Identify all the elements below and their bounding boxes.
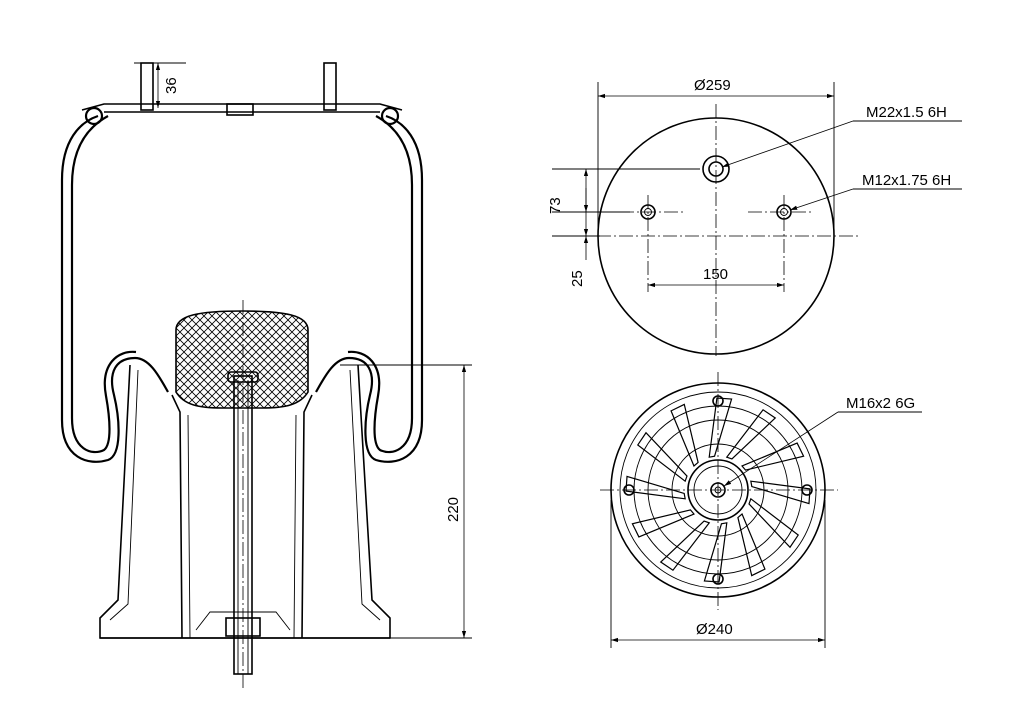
base-boss-bottom [712, 573, 724, 585]
offset-73-label: 73 [547, 197, 564, 214]
center-thread-label: M22x1.5 6H [866, 104, 947, 121]
bottom-thread-callout: M16x2 6G [723, 395, 922, 487]
top-diameter-label: Ø259 [694, 77, 731, 94]
base-boss-left [623, 484, 635, 496]
bumper [175, 310, 309, 409]
stud-height-label: 36 [163, 77, 180, 94]
piston-ring [647, 419, 789, 561]
base-boss-right [801, 484, 813, 496]
top-stud-left [140, 62, 154, 111]
bottom-view: Ø240 M16x2 6G [600, 372, 922, 648]
rubber-bellows [60, 106, 424, 463]
height-label: 220 [445, 497, 462, 522]
offset-25-label: 25 [569, 270, 586, 287]
bottom-thread-label: M16x2 6G [846, 395, 915, 412]
center-port [702, 155, 730, 183]
piston-rib [659, 520, 711, 572]
top-plate [81, 62, 403, 116]
side-stud-left [640, 204, 656, 220]
side-thread-label: M12x1.75 6H [862, 172, 951, 189]
piston-ring [671, 443, 765, 537]
piston-rib [737, 513, 766, 577]
height-dimension: 220 [340, 364, 472, 639]
center-bolt [225, 300, 261, 690]
side-stud-right [776, 204, 792, 220]
piston-rib [725, 408, 777, 460]
piston-rib [631, 509, 695, 538]
top-diameter-dimension: Ø259 [597, 77, 835, 232]
bottom-diameter-label: Ø240 [696, 621, 733, 638]
piston [99, 364, 391, 639]
piston-rib [703, 522, 728, 583]
stud-height-dimension: 36 [155, 63, 180, 108]
side-thread-callout: M12x1.75 6H [789, 172, 962, 211]
stud-spacing-label: 150 [703, 266, 728, 283]
center-thread-callout: M22x1.5 6H [721, 104, 962, 168]
piston-rib [748, 497, 800, 549]
piston-rib [636, 431, 688, 483]
piston-rib [708, 397, 733, 458]
top-stud-right [323, 62, 337, 111]
piston-rib [750, 480, 811, 505]
piston-rib [625, 475, 686, 500]
bottom-diameter-dimension: Ø240 [610, 500, 826, 648]
top-view: Ø259 73 25 150 M22x1.5 6H M12x1.75 [547, 77, 962, 356]
piston-rib [670, 403, 699, 467]
side-view: 36 [60, 62, 472, 690]
base-boss-top [712, 395, 724, 407]
offset-dimensions: 73 25 [547, 168, 700, 287]
stud-spacing-dimension: 150 [648, 266, 784, 288]
